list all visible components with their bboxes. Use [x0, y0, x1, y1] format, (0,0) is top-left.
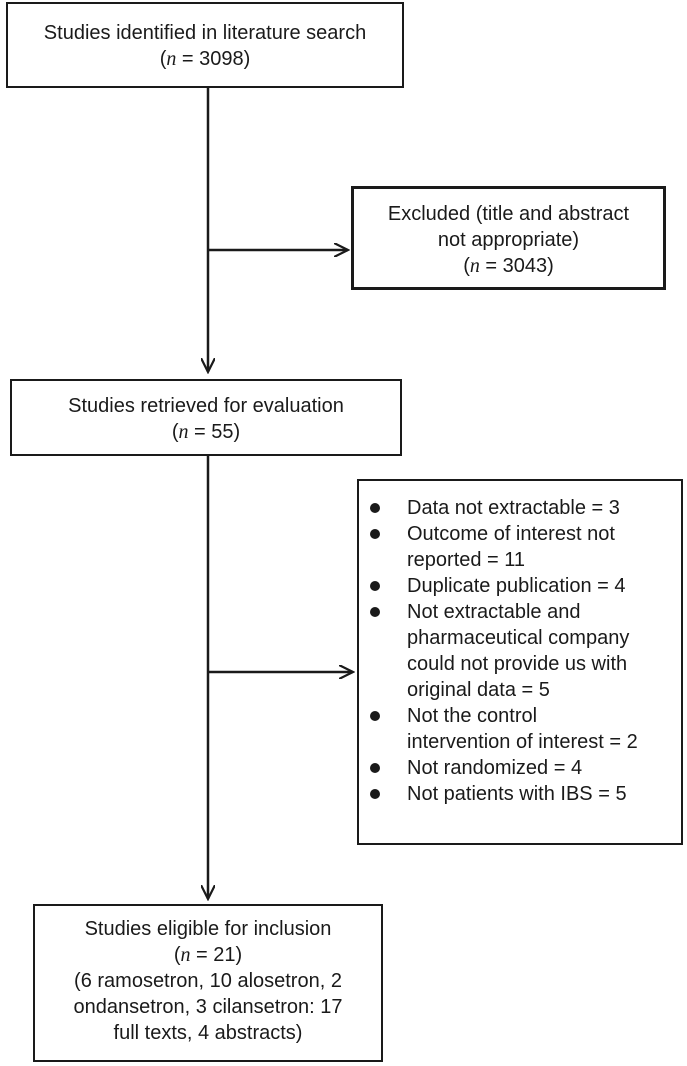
eligible-count: (n = 21) [173, 944, 243, 966]
bullet-icon [370, 581, 380, 591]
identified-count: (n = 3098) [159, 48, 251, 70]
box-studies-identified: Studies identified in literature search … [6, 2, 404, 88]
reason-item: Not patients with IBS = 5 [359, 781, 677, 807]
box-studies-retrieved: Studies retrieved for evaluation (n = 55… [10, 379, 402, 456]
eligible-label: Studies eligible for inclusion [84, 918, 332, 940]
eligible-breakdown-2: ondansetron, 3 cilansetron: 17 [73, 996, 343, 1018]
retrieved-label: Studies retrieved for evaluation [68, 395, 344, 417]
bullet-icon [370, 607, 380, 617]
reason-item: Not randomized = 4 [359, 755, 677, 781]
bullet-icon [370, 529, 380, 539]
eligible-breakdown-3: full texts, 4 abstracts) [113, 1022, 303, 1044]
identified-label: Studies identified in literature search [43, 22, 367, 44]
eligible-breakdown-1: (6 ramosetron, 10 alosetron, 2 [74, 970, 342, 992]
excluded-label-2: not appropriate) [437, 229, 580, 251]
box-exclusion-reasons: Data not extractable = 3 Outcome of inte… [357, 479, 683, 845]
bullet-icon [370, 711, 380, 721]
bullet-icon [370, 789, 380, 799]
box-excluded: Excluded (title and abstract not appropr… [351, 186, 666, 290]
exclusion-reasons-list: Data not extractable = 3 Outcome of inte… [359, 495, 677, 807]
bullet-icon [370, 503, 380, 513]
reason-item: Data not extractable = 3 [359, 495, 677, 521]
bullet-icon [370, 763, 380, 773]
reason-item: Duplicate publication = 4 [359, 573, 677, 599]
box-studies-eligible: Studies eligible for inclusion (n = 21) … [33, 904, 383, 1062]
excluded-label-1: Excluded (title and abstract [387, 203, 630, 225]
retrieved-count: (n = 55) [171, 421, 241, 443]
excluded-count: (n = 3043) [463, 255, 554, 277]
